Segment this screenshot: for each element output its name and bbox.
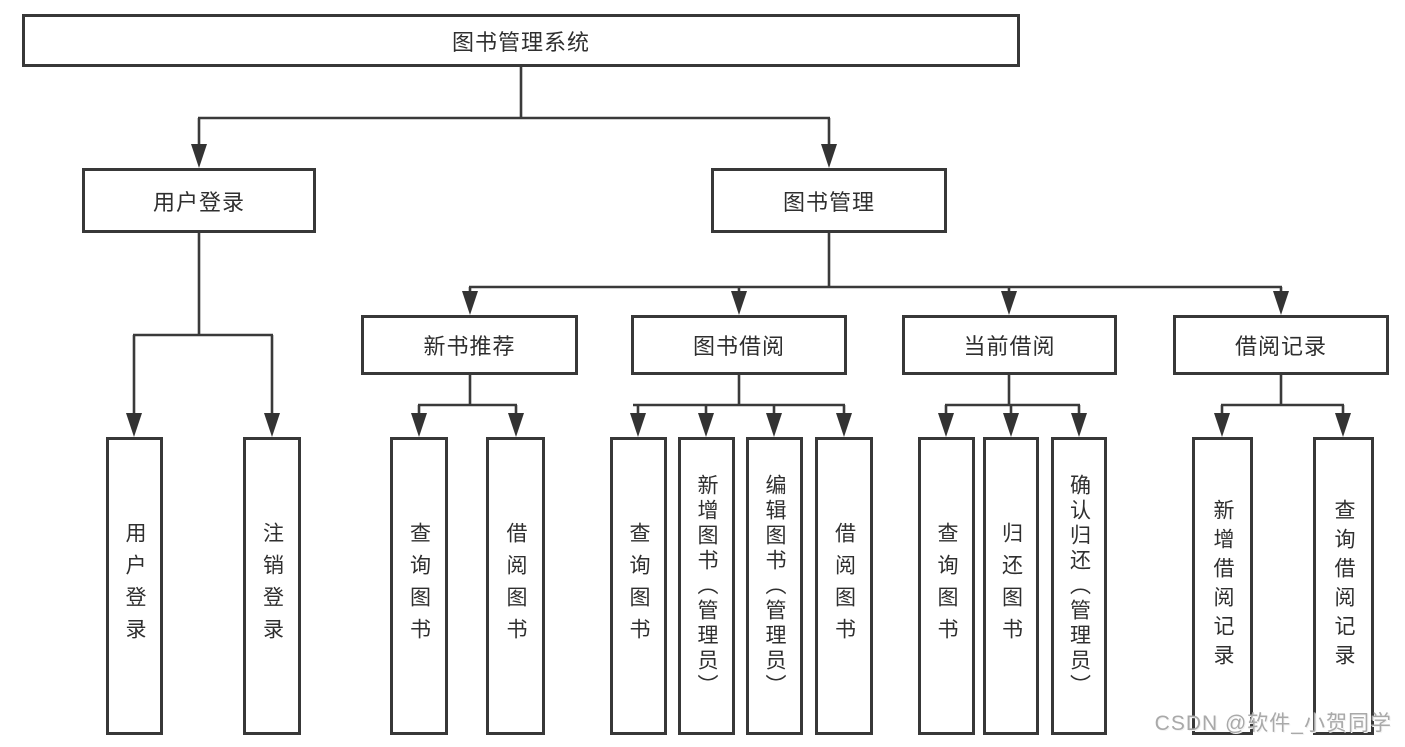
node-leaf-edit-books-admin: 编辑图书（管理员）	[746, 437, 803, 735]
connector-userlogin-to-leaves	[126, 233, 280, 437]
node-leaf-query-books-1: 查询图书	[390, 437, 448, 735]
node-book-borrow: 图书借阅	[631, 315, 847, 375]
connector-borrowrecords-to-leaves	[1214, 375, 1351, 437]
node-leaf-query-books-2: 查询图书	[610, 437, 667, 735]
node-leaf-return-books: 归还图书	[983, 437, 1039, 735]
node-leaf-borrow-books-2: 借阅图书	[815, 437, 873, 735]
node-book-mgmt: 图书管理	[711, 168, 947, 233]
node-root: 图书管理系统	[22, 14, 1020, 67]
node-leaf-logout: 注销登录	[243, 437, 301, 735]
node-user-login: 用户登录	[82, 168, 316, 233]
node-leaf-add-books-admin: 新增图书（管理员）	[678, 437, 735, 735]
node-new-book-rec: 新书推荐	[361, 315, 578, 375]
connector-newbookrec-to-leaves	[411, 375, 524, 437]
node-current-borrow: 当前借阅	[902, 315, 1117, 375]
node-leaf-user-login: 用户登录	[106, 437, 163, 735]
connector-bookborrow-to-leaves	[630, 375, 852, 437]
node-leaf-borrow-books-1: 借阅图书	[486, 437, 545, 735]
node-borrow-records: 借阅记录	[1173, 315, 1389, 375]
node-leaf-add-borrow-record: 新增借阅记录	[1192, 437, 1253, 735]
connector-root-to-level2	[191, 67, 837, 168]
connector-currentborrow-to-leaves	[938, 375, 1087, 437]
node-leaf-confirm-return-admin: 确认归还（管理员）	[1051, 437, 1107, 735]
node-leaf-query-borrow-record: 查询借阅记录	[1313, 437, 1374, 735]
connector-bookmgmt-to-level3	[462, 232, 1289, 315]
node-leaf-query-books-3: 查询图书	[918, 437, 975, 735]
